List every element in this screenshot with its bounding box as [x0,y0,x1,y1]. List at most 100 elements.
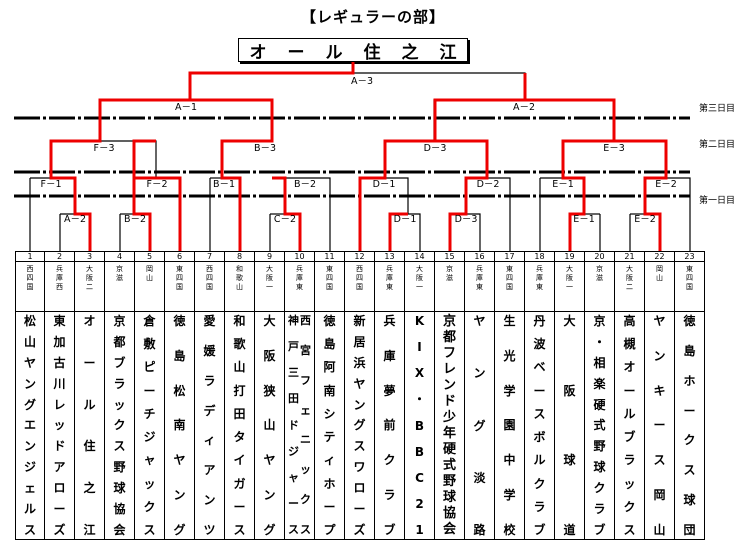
match-label-q4: E－3 [603,143,625,154]
team-region: 京滋 [435,262,465,312]
team-region: 大阪二 [615,262,645,312]
team-name: 京都ブラックス野球協会 [105,312,135,540]
match-label-r5: D－1 [373,179,396,190]
team-name: 新居浜ヤングスワローズ [345,312,375,540]
day-separators [14,116,690,198]
match-label-q1: F－3 [93,143,114,154]
champion-char: ル [325,42,343,63]
team-region: 大阪一 [405,262,435,312]
team-number: 15 [435,251,465,262]
match-label-semi-left: A－1 [175,102,197,113]
match-label-r1: F－1 [40,179,61,190]
day2-label: 第二日目 [699,138,735,150]
team-region: 大阪二 [75,262,105,312]
match-label-q3: D－3 [424,143,447,154]
team-number: 13 [375,251,405,262]
team-number: 11 [315,251,345,262]
team-number: 18 [525,251,555,262]
team-name: ヤンキース岡山 [645,312,675,540]
match-label-s1: A－2 [64,214,86,225]
team-number: 20 [585,251,615,262]
team-region: 西四国 [195,262,225,312]
team-name: 松山ヤングエンジェルス [15,312,45,540]
bracket-red-lines [49,62,668,251]
team-number: 21 [615,251,645,262]
team-region: 兵庫東 [375,262,405,312]
champion-box: オール住之江 [238,38,468,63]
team-number: 1 [15,251,45,262]
team-name: 兵庫夢前クラブ [375,312,405,540]
match-labels: A－3 A－1 A－2 F－3 B－3 D－3 E－3 F－1 F－2 B－1 … [40,76,676,225]
team-name: 京都フレンド少年硬式野球協会 [435,312,465,540]
match-label-final: A－3 [351,76,373,87]
day-labels: 第三日目 第二日目 第一日目 [699,102,735,206]
match-label-r4: B－2 [294,179,316,190]
winner-path [49,62,355,251]
team-name: 大阪狭山ヤング [255,312,285,540]
team-number: 6 [165,251,195,262]
team-number: 16 [465,251,495,262]
day1-label: 第一日目 [699,194,735,206]
team-name: 大阪球道 [555,312,585,540]
team-name: 東加古川レッドアローズ [45,312,75,540]
team-region: 西四国 [345,262,375,312]
team-region: 岡山 [645,262,675,312]
team-region: 岡山 [135,262,165,312]
team-region: 大阪一 [555,262,585,312]
team-number: 7 [195,251,225,262]
team-number: 8 [225,251,255,262]
team-region: 京滋 [105,262,135,312]
champion-name: オール住之江 [239,38,467,63]
team-region: 大阪一 [255,262,285,312]
team-name: ヤング淡路 [465,312,495,540]
match-label-r7: E－1 [552,179,574,190]
team-region: 兵庫西 [45,262,75,312]
team-number: 5 [135,251,165,262]
match-label-r6: D－2 [477,179,500,190]
team-region: 東四国 [165,262,195,312]
match-label-s2: B－2 [124,214,146,225]
champion-char: 住 [363,42,381,63]
team-name: 京・相楽硬式野球クラブ [585,312,615,540]
team-name: 愛媛ラディアンツ [195,312,225,540]
champion-char: オ [249,42,267,63]
team-region: 兵庫東 [465,262,495,312]
team-name: 和歌山打田タイガース [225,312,255,540]
team-number: 3 [75,251,105,262]
match-label-s7: E－2 [634,214,656,225]
champion-char: 江 [439,42,457,63]
team-number: 2 [45,251,75,262]
team-region: 京滋 [585,262,615,312]
team-name: 生光学園中学校 [495,312,525,540]
team-number: 10 [285,251,315,262]
team-region: 兵庫東 [525,262,555,312]
team-name-line: 西宮フェニックス [300,314,311,536]
team-name: 徳島阿南シティホープ [315,312,345,540]
team-number: 14 [405,251,435,262]
team-number: 17 [495,251,525,262]
team-number: 9 [255,251,285,262]
team-region: 東四国 [675,262,705,312]
match-label-r3: B－1 [213,179,235,190]
page-title: 【レギュラーの部】 [300,8,445,26]
team-name: 高槻オールブラックス [615,312,645,540]
match-label-q2: B－3 [254,143,276,154]
team-name-line: 神戸三田ドジャース [288,314,299,536]
match-label-semi-right: A－2 [513,102,535,113]
team-name: オール住之江 [75,312,105,540]
team-name: 丹波ベースボルクラブ [525,312,555,540]
team-name: 神戸三田ドジャース西宮フェニックス [285,312,315,540]
match-label-s6: E－1 [573,214,595,225]
match-label-r2: F－2 [146,179,167,190]
team-region: 東四国 [315,262,345,312]
team-number: 19 [555,251,585,262]
team-name: 徳島ホークス球団 [675,312,705,540]
team-region: 西四国 [15,262,45,312]
team-number: 12 [345,251,375,262]
team-number: 23 [675,251,705,262]
team-name: 徳島松南ヤング [165,312,195,540]
champion-char: ー [287,42,305,63]
day3-label: 第三日目 [699,102,735,114]
